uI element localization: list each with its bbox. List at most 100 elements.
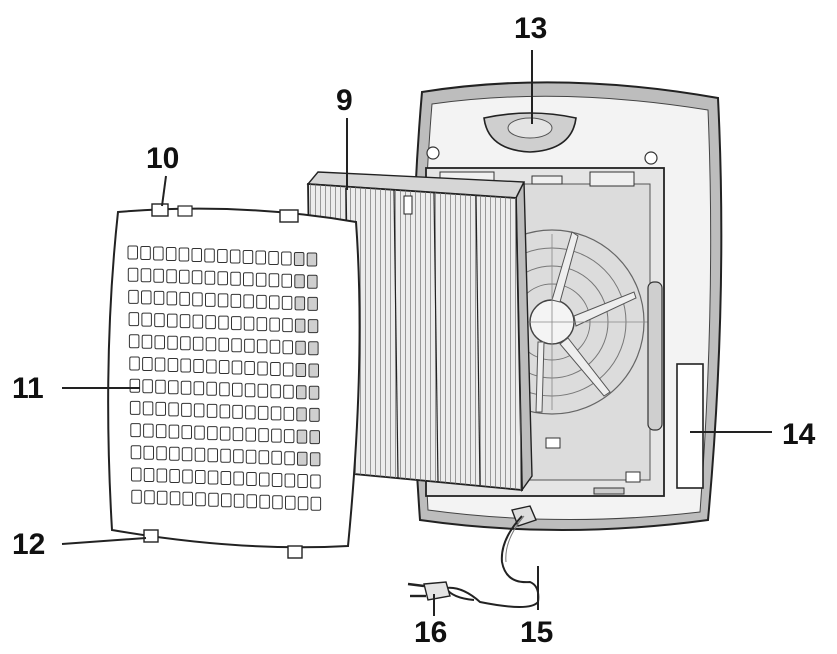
grille-opening (244, 361, 255, 375)
grille-opening (310, 496, 322, 511)
grille-opening (258, 450, 270, 465)
grille-opening (245, 405, 256, 420)
grille-opening (308, 363, 319, 378)
grille-opening (127, 267, 139, 282)
grille-opening (181, 425, 192, 440)
grille-opening (142, 357, 153, 371)
grille-opening (153, 246, 164, 261)
grille-opening (179, 291, 190, 306)
grille-opening (141, 290, 152, 305)
grille-opening (180, 336, 191, 351)
grille-opening (283, 429, 295, 444)
grille-opening (270, 406, 282, 421)
rating-label (676, 363, 704, 489)
leader-10 (161, 175, 167, 207)
screw-hole-right (644, 151, 658, 165)
grille-opening (143, 468, 155, 482)
grille-opening (144, 490, 155, 505)
grille-opening (284, 473, 296, 488)
grille-opening (296, 385, 307, 400)
grille-opening (283, 406, 295, 421)
front-panel (107, 203, 361, 559)
grille-opening (220, 448, 231, 463)
grille-opening (140, 246, 151, 260)
grille-opening (168, 380, 179, 395)
grille-opening (218, 360, 230, 374)
grille-opening (219, 382, 230, 397)
grille-opening (231, 338, 242, 353)
grille-opening (243, 294, 254, 309)
grille-opening (271, 450, 282, 465)
grille-opening (268, 273, 280, 288)
grille-opening (128, 312, 140, 327)
grille-opening (204, 248, 215, 263)
grille-opening (217, 249, 228, 263)
grille-opening (245, 427, 256, 442)
grille-opening (282, 362, 294, 377)
screw-hole-left (426, 146, 440, 160)
grille-opening (217, 293, 229, 308)
grille-opening (295, 340, 306, 355)
grille-opening (270, 384, 281, 399)
grille-opening (131, 467, 142, 482)
grille-opening (256, 317, 268, 332)
grille-opening (195, 492, 206, 507)
grille-opening (129, 400, 141, 415)
grille-opening (205, 315, 216, 330)
plug (423, 581, 451, 601)
grille-opening (191, 248, 202, 262)
grille-opening (243, 272, 254, 287)
grille-opening (179, 269, 190, 284)
grille-opening (194, 425, 205, 440)
grille-opening (283, 384, 294, 399)
grille-opening (233, 449, 244, 464)
grille-opening (219, 426, 231, 441)
cavity-clip-3 (531, 175, 563, 185)
grille-opening (130, 445, 142, 460)
grille-opening (167, 335, 178, 350)
grille-opening (207, 470, 219, 485)
grille-opening (294, 296, 306, 311)
grille-opening (154, 313, 165, 328)
grille-opening (131, 489, 142, 504)
grille-opening (309, 407, 320, 422)
grille-opening (268, 251, 279, 265)
grille-opening (179, 314, 191, 329)
grille-opening (293, 252, 305, 266)
grille-opening (192, 314, 204, 329)
grille-opening (232, 404, 243, 419)
grille-opening (308, 341, 319, 356)
top-hook-right (279, 209, 299, 223)
grille-opening (130, 423, 141, 438)
grille-opening (233, 493, 245, 508)
bottom-tab-right (287, 545, 303, 559)
cavity-bottom-clip-2 (625, 471, 641, 483)
grille-opening (129, 356, 140, 371)
grille-opening (297, 474, 308, 488)
grille-opening (257, 361, 268, 376)
grille-opening (169, 469, 180, 483)
grille-opening (230, 293, 242, 308)
grille-opening (259, 472, 270, 487)
grille-opening (156, 468, 168, 483)
grille-opening (154, 357, 166, 372)
grille-opening (206, 403, 218, 418)
grille-opening (272, 495, 283, 510)
leader-12 (61, 537, 147, 545)
grille-opening (255, 250, 266, 265)
grille-opening (180, 380, 192, 395)
grille-opening (308, 385, 320, 400)
grille-opening (128, 334, 140, 349)
grille-opening (155, 424, 167, 439)
grille-opening (155, 379, 166, 394)
grille-opening (218, 337, 229, 352)
grille-opening (191, 270, 203, 285)
grille-opening (180, 358, 191, 373)
grille-opening (309, 430, 320, 445)
grille-opening (204, 270, 216, 285)
grille-opening (207, 426, 218, 441)
grille-opening (257, 383, 269, 398)
grille-opening (243, 316, 255, 331)
grille-opening (255, 272, 267, 287)
